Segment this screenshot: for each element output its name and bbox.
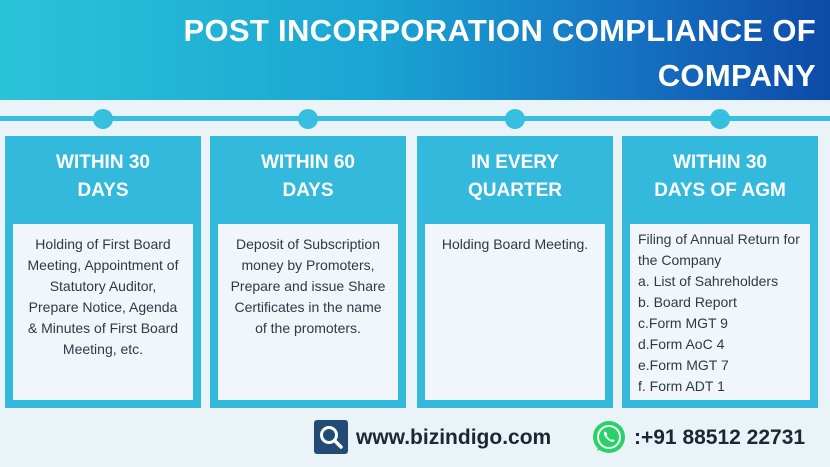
card-heading-line-2: DAYS OF AGM [654,180,786,201]
whatsapp-icon [590,418,628,456]
card-body: Holding of First Board Meeting, Appointm… [13,224,193,400]
timeline-card-60-days: WITHIN 60 DAYS Deposit of Subscription m… [210,136,406,408]
card-heading: WITHIN 60 DAYS [210,136,406,218]
card-body: Filing of Annual Return for the Company … [630,224,810,400]
timeline-dot [93,109,113,129]
list-item: c.Form MGT 9 [638,315,728,331]
card-heading-line-1: WITHIN 60 [261,152,355,173]
timeline-line [0,116,830,121]
timeline-dot [505,109,525,129]
title-banner: POST INCORPORATION COMPLIANCE OF COMPANY [0,0,830,100]
card-body: Deposit of Subscription money by Promote… [218,224,398,400]
card-heading-line-2: QUARTER [468,180,562,201]
card-heading: WITHIN 30 DAYS [5,136,201,218]
timeline-card-30-days: WITHIN 30 DAYS Holding of First Board Me… [5,136,201,408]
card-heading-line-2: DAYS [282,180,334,201]
timeline-card-every-quarter: IN EVERY QUARTER Holding Board Meeting. [417,136,613,408]
card-heading: IN EVERY QUARTER [417,136,613,218]
list-item: b. Board Report [638,294,737,310]
timeline-dot [710,109,730,129]
card-heading-line-1: WITHIN 30 [56,152,150,173]
timeline-dot [298,109,318,129]
list-item: e.Form MGT 7 [638,357,729,373]
card-heading-line-2: DAYS [77,180,129,201]
list-item: f. Form ADT 1 [638,378,725,394]
card-heading: WITHIN 30 DAYS OF AGM [622,136,818,218]
list-item: a. List of Sahreholders [638,273,779,289]
title-line-1: POST INCORPORATION COMPLIANCE OF [183,13,816,48]
card-heading-line-1: IN EVERY [470,152,559,173]
list-item: the Company [638,252,722,268]
search-icon [314,420,348,454]
card-body: Holding Board Meeting. [425,224,605,400]
list-item: d.Form AoC 4 [638,336,725,352]
phone-number[interactable]: :+91 88512 22731 [634,426,806,449]
website-link[interactable]: www.bizindigo.com [356,426,552,449]
list-item: Filing of Annual Return for [638,231,800,247]
card-heading-line-1: WITHIN 30 [673,152,767,173]
timeline-card-agm: WITHIN 30 DAYS OF AGM Filing of Annual R… [622,136,818,408]
page-title: POST INCORPORATION COMPLIANCE OF COMPANY [176,8,816,98]
title-line-2: COMPANY [657,58,816,93]
